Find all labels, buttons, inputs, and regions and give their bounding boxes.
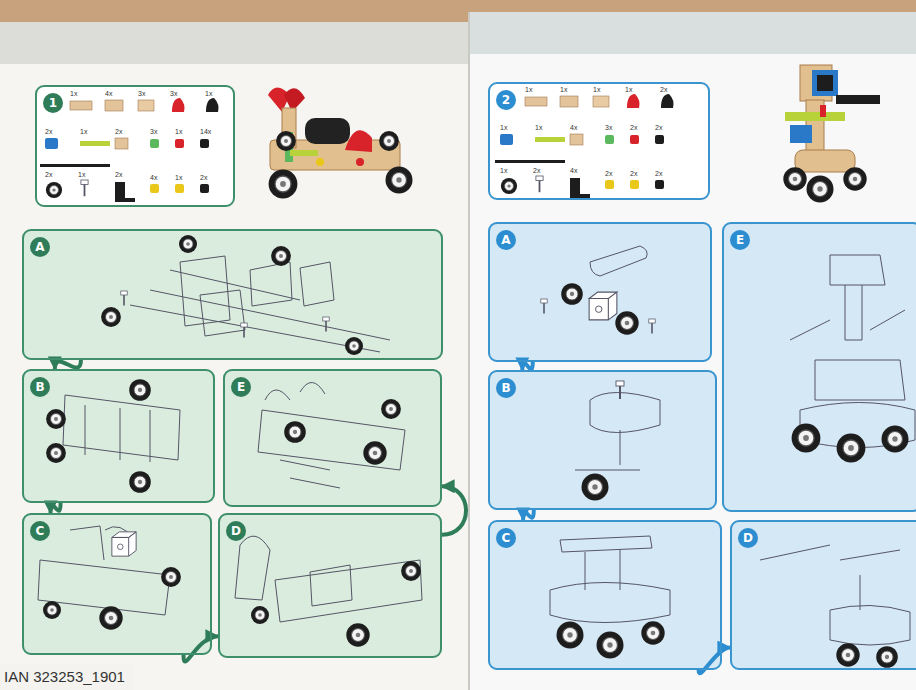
parts-box: 1 [35, 85, 235, 207]
step-badge: D [738, 528, 758, 548]
step-panel: E [223, 369, 442, 507]
step-panel: C [488, 520, 722, 670]
step-panel: C [22, 513, 212, 655]
step-badge: 1 [43, 93, 63, 113]
step-badge: C [496, 528, 516, 548]
step-badge: B [30, 377, 50, 397]
step-badge: B [496, 378, 516, 398]
step-panel: D [218, 513, 442, 658]
part-count: 2x [660, 86, 667, 94]
part-count: 4x [150, 174, 157, 182]
part-count: 1x [80, 128, 87, 136]
part-count: 2x [533, 167, 540, 175]
part-count: 2x [200, 174, 207, 182]
part-count: 1x [175, 128, 182, 136]
part-count: 1x [625, 86, 632, 94]
part-count: 3x [170, 90, 177, 98]
part-count: 3x [138, 90, 145, 98]
step-badge: E [730, 230, 750, 250]
part-count: 14x [200, 128, 211, 136]
part-count: 1x [175, 174, 182, 182]
step-panel: A [488, 222, 712, 362]
step-arrow [51, 503, 61, 513]
step-arrow [522, 362, 532, 370]
robot-photo [783, 65, 880, 203]
part-count: 1x [205, 90, 212, 98]
part-count: 1x [500, 167, 507, 175]
step-panel: E [722, 222, 916, 512]
part-count: 2x [630, 170, 637, 178]
part-count: 4x [105, 90, 112, 98]
part-count: 2x [115, 171, 122, 179]
part-count: 1x [535, 124, 542, 132]
part-count: 3x [150, 128, 157, 136]
part-count: 3x [605, 124, 612, 132]
parts-box: 2 [488, 82, 710, 200]
part-count: 4x [570, 124, 577, 132]
part-count: 2x [630, 124, 637, 132]
part-count: 1x [70, 90, 77, 98]
part-count: 4x [570, 167, 577, 175]
article-number: IAN 323253_1901 [0, 664, 133, 690]
step-badge: A [30, 237, 50, 257]
part-count: 2x [115, 128, 122, 136]
step-panel: B [488, 370, 717, 510]
step-arrow [442, 486, 466, 534]
step-badge: 2 [496, 90, 516, 110]
part-count: 2x [605, 170, 612, 178]
part-count: 2x [45, 171, 52, 179]
part-count: 2x [45, 128, 52, 136]
step-badge: E [231, 377, 251, 397]
part-count: 1x [500, 124, 507, 132]
part-count: 1x [525, 86, 532, 94]
step-arrow [184, 636, 219, 661]
step-panel: A [22, 229, 443, 360]
step-badge: D [226, 521, 246, 541]
step-arrow [55, 360, 81, 369]
step-badge: C [30, 521, 50, 541]
part-count: 2x [655, 124, 662, 132]
car-photo [268, 88, 413, 199]
step-arrow [523, 510, 534, 520]
step-panel: D [730, 520, 916, 670]
part-count: 1x [560, 86, 567, 94]
step-badge: A [496, 230, 516, 250]
part-count: 1x [593, 86, 600, 94]
part-count: 2x [655, 170, 662, 178]
part-count: 1x [78, 171, 85, 179]
step-panel: B [22, 369, 215, 503]
